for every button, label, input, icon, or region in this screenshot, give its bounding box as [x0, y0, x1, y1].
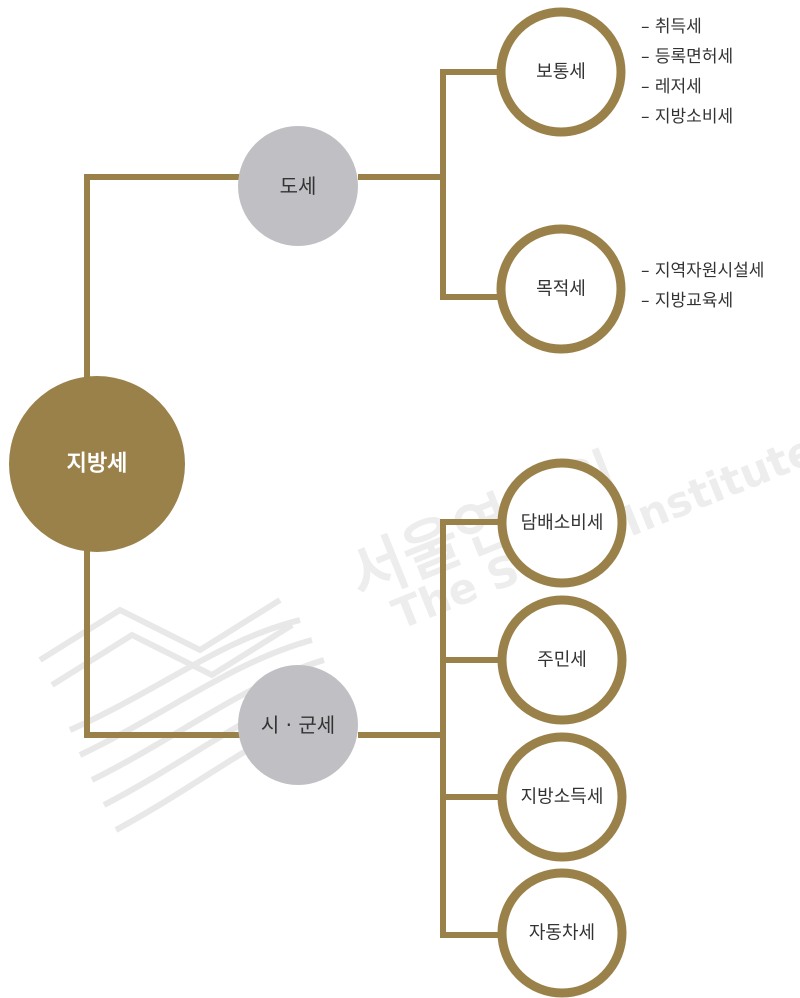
branch-label: 도세 [280, 174, 317, 198]
list-item: – 지방교육세 [641, 291, 733, 311]
root-node: 지방세 [9, 376, 185, 552]
leaf-label: 자동차세 [529, 923, 595, 944]
ordinary-tax-items: – 취득세 – 등록면허세 – 레저세 – 지방소비세 [641, 17, 733, 127]
leaf-label: 담배소비세 [521, 513, 604, 534]
list-item: – 취득세 [641, 17, 702, 37]
branch-node-do-tax: 도세 [238, 126, 358, 246]
leaf-label: 지방소득세 [521, 787, 604, 808]
leaf-node-resident-tax: 주민세 [497, 595, 627, 725]
branch-circle [238, 665, 358, 785]
leaf-node-local-income-tax: 지방소득세 [497, 732, 627, 862]
watermark-logo [38, 597, 349, 833]
leaf-circle [497, 732, 627, 862]
leaf-circle [496, 7, 626, 137]
connector-lines [84, 69, 500, 938]
connector-branch-1-bus [440, 519, 500, 938]
root-circle [9, 376, 185, 552]
leaf-circle [497, 458, 627, 588]
leaf-label: 보통세 [536, 62, 586, 83]
leaf-circle [497, 595, 627, 725]
leaf-node-automobile-tax: 자동차세 [497, 868, 627, 998]
leaf-label: 주민세 [537, 650, 587, 671]
branch-label: 시 · 군세 [261, 713, 335, 737]
leaf-node-purpose-tax: 목적세 [496, 224, 626, 354]
connector-root-to-branch-0 [84, 174, 240, 380]
list-item: – 등록면허세 [641, 47, 733, 67]
connector-root-to-branch-1 [84, 545, 240, 738]
root-label: 지방세 [67, 452, 128, 477]
leaf-node-ordinary-tax: 보통세 [496, 7, 626, 137]
list-item: – 지방소비세 [641, 107, 733, 127]
list-item: – 지역자원시설세 [641, 261, 764, 281]
leaf-circle [497, 868, 627, 998]
connector-branch-0-bus [440, 69, 500, 300]
leaf-circle [496, 224, 626, 354]
leaf-label: 목적세 [536, 279, 586, 300]
list-item: – 레저세 [641, 77, 702, 97]
branch-circle [238, 126, 358, 246]
purpose-tax-items: – 지역자원시설세 – 지방교육세 [641, 261, 764, 311]
leaf-node-tobacco-tax: 담배소비세 [497, 458, 627, 588]
branch-node-si-gun-tax: 시 · 군세 [238, 665, 358, 785]
